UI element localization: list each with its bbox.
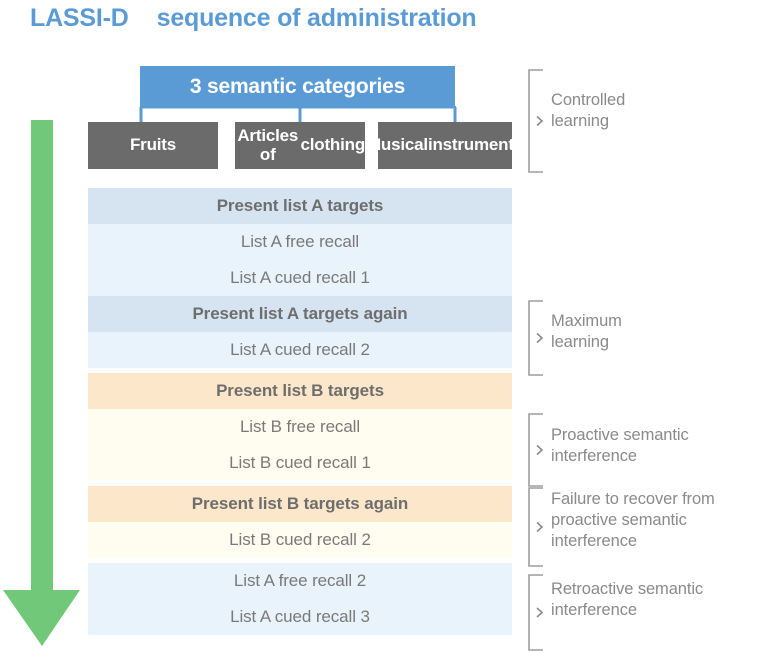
category-box-fruits: Fruits xyxy=(88,122,218,169)
annotation-label: Maximum learning xyxy=(551,312,622,351)
sequence-flow-arrow xyxy=(0,120,86,652)
annotation-label: Proactive semantic interference xyxy=(551,426,689,465)
title-subtitle: sequence of administration xyxy=(156,3,477,32)
list-item: Present list A targets again xyxy=(88,296,512,332)
category-connectors xyxy=(88,105,512,124)
bracket xyxy=(528,300,543,376)
list-item: List B free recall xyxy=(88,409,512,445)
row-separator xyxy=(88,368,512,373)
bracket xyxy=(528,413,543,487)
row-separator xyxy=(88,558,512,563)
list-item: List B cued recall 1 xyxy=(88,445,512,481)
title-acronym: LASSI-D xyxy=(30,3,129,32)
annotation-label: Retroactive semantic interference xyxy=(551,580,704,619)
page-title: LASSI-D sequence of administration xyxy=(30,0,477,36)
annotation-label: Controlled learning xyxy=(551,91,626,130)
row-separator xyxy=(88,481,512,486)
chevron-right-icon xyxy=(536,115,544,127)
list-item: List B cued recall 2 xyxy=(88,522,512,558)
bracket xyxy=(528,69,543,173)
list-item: List A free recall 2 xyxy=(88,563,512,599)
chevron-right-icon xyxy=(536,332,544,344)
list-item: List A cued recall 2 xyxy=(88,332,512,368)
chevron-right-icon xyxy=(536,521,544,533)
down-arrow-icon xyxy=(3,120,80,646)
connector-lines-icon xyxy=(139,105,457,123)
bracket xyxy=(528,487,543,567)
list-item: Present list B targets xyxy=(88,373,512,409)
bracket xyxy=(528,574,543,651)
list-item: Present list A targets xyxy=(88,188,512,224)
chevron-right-icon xyxy=(536,444,544,456)
list-item: List A cued recall 3 xyxy=(88,599,512,635)
list-item: List A free recall xyxy=(88,224,512,260)
list-item: Present list B targets again xyxy=(88,486,512,522)
chevron-right-icon xyxy=(536,607,544,618)
list-item: List A cued recall 1 xyxy=(88,260,512,296)
annotation-label: Failure to recover from proactive semant… xyxy=(551,490,715,550)
semantic-categories-header: 3 semantic categories xyxy=(140,66,455,108)
